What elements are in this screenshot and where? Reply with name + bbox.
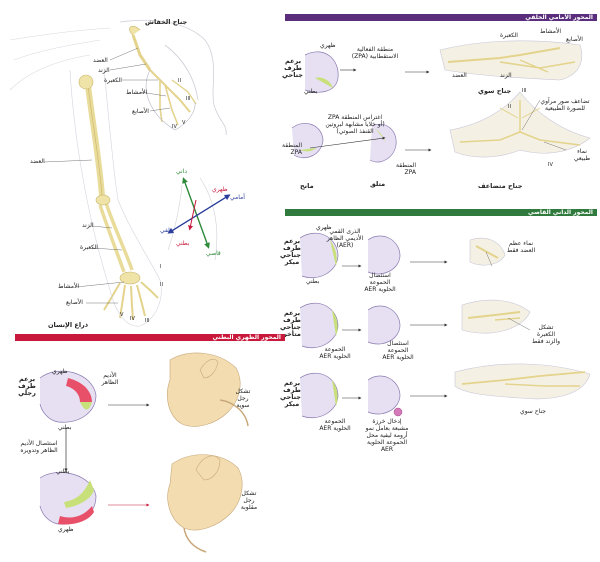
ap-result2-title: جناح متضاعف <box>478 182 523 190</box>
dv-step-label: استئصال الأديم الظاهر وتدويره <box>20 440 58 454</box>
pd-row3-step: إدخال خرزة مشبعة بعامل نمو أرومة ليفية م… <box>365 418 409 453</box>
human-ulna-label: الكعبرة <box>80 244 98 251</box>
proximodistal-header: المحور الداني القاصي <box>285 209 597 216</box>
ap-result1-radius: الزند <box>500 72 512 79</box>
human-numeral-v: V <box>120 312 124 318</box>
pd-row2-result: تشكل الكعبرة والزند فقط <box>531 324 561 345</box>
ap-host-label: متلق <box>370 180 386 188</box>
ap-result1-phalanges: الأصابع <box>566 36 583 43</box>
ap-zpa-left: المنطقة ZPA <box>282 142 302 156</box>
bat-wing-title: جناح الخفاش <box>145 18 188 26</box>
pd-row3-label: الحموعة الحلوية AER <box>319 418 351 432</box>
pd-row1-result: نماء عظم العضد فقط <box>506 240 536 254</box>
bat-humerus-label: العضد <box>93 57 108 64</box>
ap-zpa-right: المنطقة ZPA <box>396 162 416 176</box>
axis-dorsal-label: ظهري <box>212 186 228 193</box>
ap-numeral-ii: II <box>508 104 511 110</box>
axis-ventral-label: بطني <box>176 240 190 247</box>
human-carpals-label: الأمشاط <box>58 283 80 290</box>
ap-numeral-iv: IV <box>548 162 553 168</box>
dorsoventral-header: المحور الظهري البطني <box>15 334 285 341</box>
pd-row1-dorsal: ظهري <box>316 224 332 231</box>
ap-result1-ulna: الكعبرة <box>500 32 518 39</box>
human-numeral-i: I <box>160 264 162 270</box>
ap-result2-mirror: تضاعف صور مرآوي للصورة الطبيعية <box>540 98 590 112</box>
ap-donor-label: مانح <box>300 182 314 190</box>
pd-row1-ventral: بطني <box>306 278 320 285</box>
human-numeral-iii: III <box>145 318 150 324</box>
pd-row3-side-label: برعم طرف جناحي مبكر <box>279 379 301 408</box>
ap-dorsal-label: ظهري <box>320 42 336 49</box>
human-numeral-iv: IV <box>130 316 135 322</box>
dv-top-ventral: بطني <box>58 424 72 431</box>
bat-numeral-iii: III <box>186 96 191 102</box>
bat-ulna-label: الكعبرة <box>104 77 122 84</box>
pd-row1-aer: الذرى القمي الأديمي الظاهر (AER) <box>326 228 364 249</box>
dv-bottom-dorsal: بطني <box>56 468 70 475</box>
pd-row1-side-label: برعم طرف جناحي مبكر <box>279 237 301 266</box>
ap-result1-humerus: العضد <box>452 72 467 79</box>
dv-top-dorsal: ظهري <box>52 368 68 375</box>
pd-row3-result: جناح سوي <box>520 408 546 415</box>
pd-row2-step: استئصال الحموعة الحلوية AER <box>382 340 414 361</box>
axis-distal-label: قاصي <box>206 250 221 257</box>
anteroposterior-header: المحور الأمامي الخلفي <box>285 14 597 21</box>
human-phalanges-label: الأصابع <box>66 299 83 306</box>
dv-side-label: برعم طرف رجلي <box>18 375 36 397</box>
bat-carpals-label: الأمشاط <box>126 89 148 96</box>
axis-proximal-label: داني <box>176 168 188 175</box>
bat-numeral-iv: IV <box>172 124 177 130</box>
ap-result1-carpals: الأمشاط <box>540 28 562 35</box>
bat-phalanges-label: الأصابع <box>132 108 149 115</box>
dv-result2: تشكل رجل مقلوبة <box>240 490 258 511</box>
dv-result1: تشكل رجل سوية <box>235 388 251 409</box>
dv-bottom-ventral: ظهري <box>58 526 74 533</box>
ap-row1-side-label: برعم طرف جناحي <box>281 57 303 79</box>
pd-row2-side-label: برعم طرف جناحي متأخر <box>279 309 301 338</box>
human-numeral-ii: II <box>160 282 163 288</box>
pd-row2-label: الحموعة الحلوية AER <box>319 346 351 360</box>
bat-radius-label: الزند <box>98 67 110 74</box>
ap-result1-title: جناح سوي <box>478 87 512 95</box>
ap-zpa-label: منطقة الفعالية الاستقطابية (ZPA) <box>351 46 399 60</box>
bat-numeral-ii: II <box>178 78 181 84</box>
human-arm-title: ذراع الإنسان <box>48 321 89 329</box>
human-humerus-label: العضد <box>30 158 45 165</box>
axis-posterior-label: خلفي <box>160 227 174 234</box>
bat-numeral-v: V <box>182 120 186 126</box>
axis-anterior-label: أمامي <box>230 194 245 201</box>
ap-numeral-iii: III <box>522 88 527 94</box>
ap-result2-normal: نماء طبيعي <box>573 148 591 162</box>
human-radius-label: الزند <box>82 222 94 229</box>
dv-ectoderm-label: الأديم الظاهر <box>101 372 119 386</box>
ap-graft-text: اغتراس المنطقة ZPA (أو خلايا مشابهة لبرو… <box>325 114 385 135</box>
pd-row1-step: استئصال الحموعة الحلوية AER <box>364 272 396 293</box>
ap-ventral-label: بطني <box>304 88 318 95</box>
